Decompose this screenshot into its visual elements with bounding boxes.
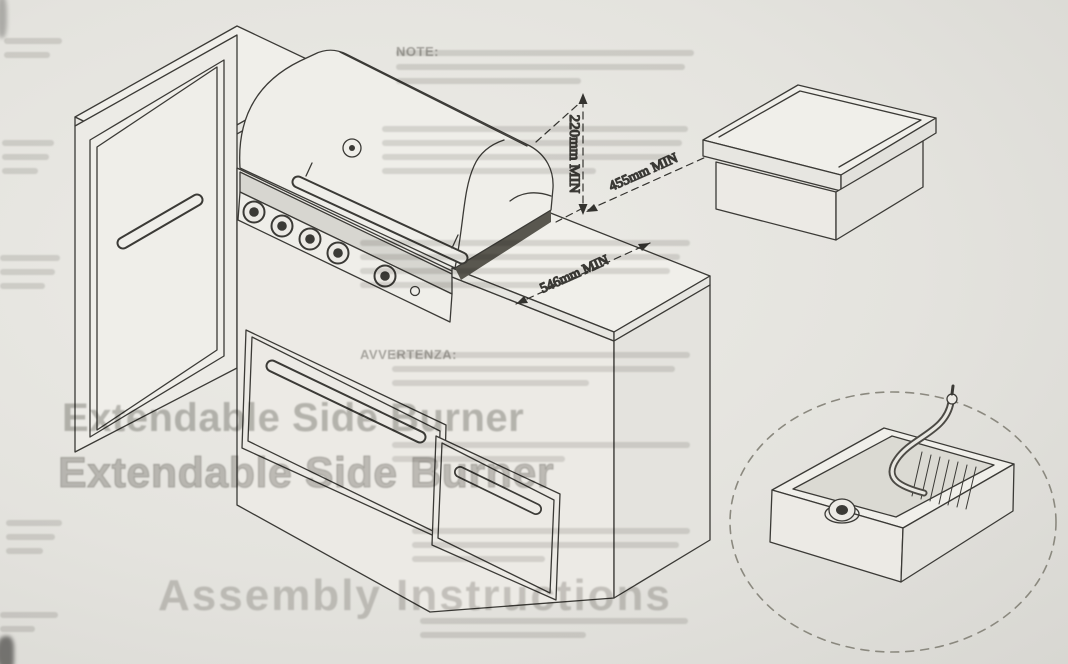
control-panel	[237, 191, 453, 323]
side-burner-box	[702, 84, 937, 241]
hood-end-detail	[509, 192, 552, 202]
detail-circle	[729, 391, 1057, 653]
grill-island	[74, 25, 711, 613]
hood-logo-badge	[342, 138, 362, 158]
dim-label-455mm: 455mm MIN	[607, 151, 680, 195]
right-end-face	[613, 284, 711, 599]
burner-grate	[911, 451, 977, 510]
left-cabinet-door	[89, 59, 225, 438]
dim-455-line	[587, 156, 707, 211]
side-burner-detail	[729, 384, 1057, 653]
dim-reference-line	[535, 99, 584, 143]
gas-hose	[888, 384, 958, 497]
left-cabinet	[74, 34, 238, 453]
dim-label-220mm: 220mm MIN	[566, 115, 582, 194]
box-body-side	[835, 140, 924, 241]
center-door	[241, 329, 447, 541]
